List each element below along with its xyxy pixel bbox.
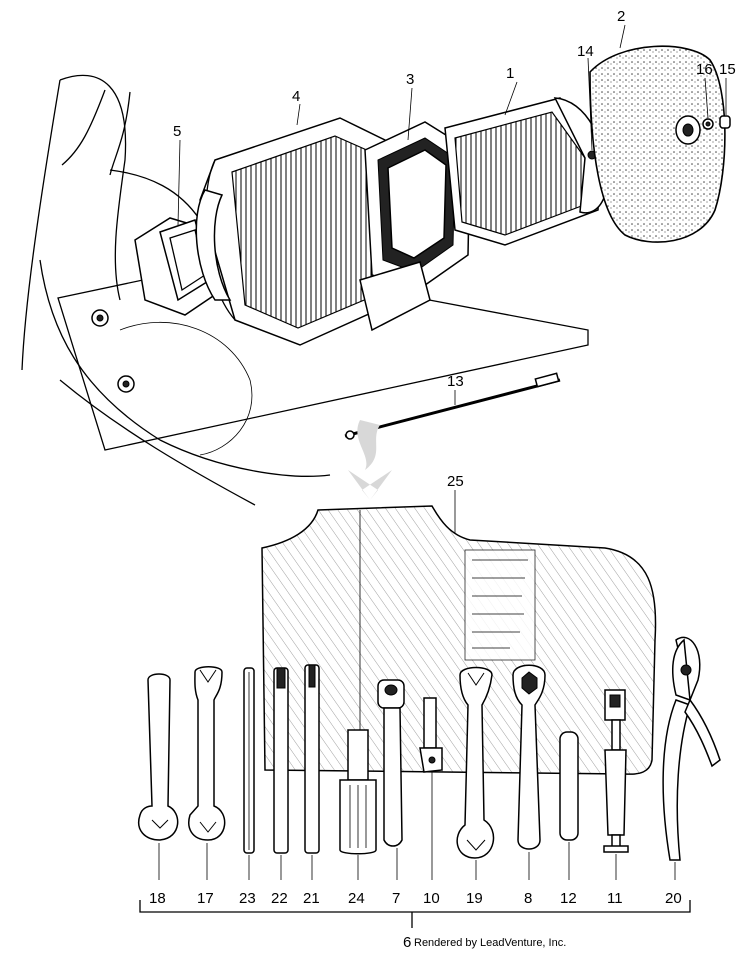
watermark-logo xyxy=(348,420,392,500)
tool-bit-10 xyxy=(419,697,443,773)
callout-16: 16 xyxy=(696,61,713,78)
cover-part-2 xyxy=(589,45,726,243)
callout-25: 25 xyxy=(447,473,464,490)
callout-19: 19 xyxy=(466,890,483,907)
frame-outline xyxy=(21,74,331,506)
tool-wrench-18 xyxy=(138,673,179,841)
callout-1: 1 xyxy=(506,65,514,82)
tool-wrench-17 xyxy=(188,666,226,841)
tool-screwdriver-22 xyxy=(273,667,289,854)
callout-7: 7 xyxy=(392,890,400,907)
fastener-parts xyxy=(702,115,731,130)
callout-24: 24 xyxy=(348,890,365,907)
callout-23: 23 xyxy=(239,890,256,907)
callout-14: 14 xyxy=(577,43,594,60)
tool-spark-wrench-11 xyxy=(603,689,629,853)
callout-4: 4 xyxy=(292,88,300,105)
callout-17: 17 xyxy=(197,890,214,907)
mounting-plate xyxy=(57,261,589,451)
filter-part-1 xyxy=(444,97,607,246)
tool-wrench-19 xyxy=(456,666,495,859)
tool-handle-24 xyxy=(339,729,377,855)
gasket-part-3 xyxy=(359,121,471,332)
callout-13: 13 xyxy=(447,373,464,390)
callout-labels: 1 2 3 4 5 13 14 15 16 25 18 17 23 22 21 … xyxy=(149,8,736,951)
callout-3: 3 xyxy=(406,71,414,88)
callout-10: 10 xyxy=(423,890,440,907)
callout-18: 18 xyxy=(149,890,166,907)
callout-11: 11 xyxy=(607,890,623,907)
callout-20: 20 xyxy=(665,890,682,907)
leader-lines-top xyxy=(177,24,727,540)
tool-screwdriver-21 xyxy=(304,664,320,854)
rendered-by-credit: Rendered by LeadVenture, Inc. xyxy=(414,937,567,949)
callout-2: 2 xyxy=(617,8,625,25)
tool-bag-part-25 xyxy=(261,505,657,775)
group-bracket-6 xyxy=(139,900,691,928)
tool-pliers-20 xyxy=(662,636,721,861)
rod-part-13 xyxy=(344,372,561,440)
tool-screwdriver-23 xyxy=(243,667,255,854)
tool-bit-12 xyxy=(559,731,579,841)
leader-lines-tools xyxy=(158,772,676,880)
callout-5: 5 xyxy=(173,123,181,140)
callout-15: 15 xyxy=(719,61,736,78)
callout-21: 21 xyxy=(303,890,320,907)
housing-part-4 xyxy=(195,117,401,346)
callout-12: 12 xyxy=(560,890,577,907)
callout-6: 6 xyxy=(403,934,411,951)
tool-socket-7 xyxy=(377,679,405,847)
tool-box-wrench-8 xyxy=(512,664,546,850)
callout-8: 8 xyxy=(524,890,532,907)
callout-22: 22 xyxy=(271,890,288,907)
